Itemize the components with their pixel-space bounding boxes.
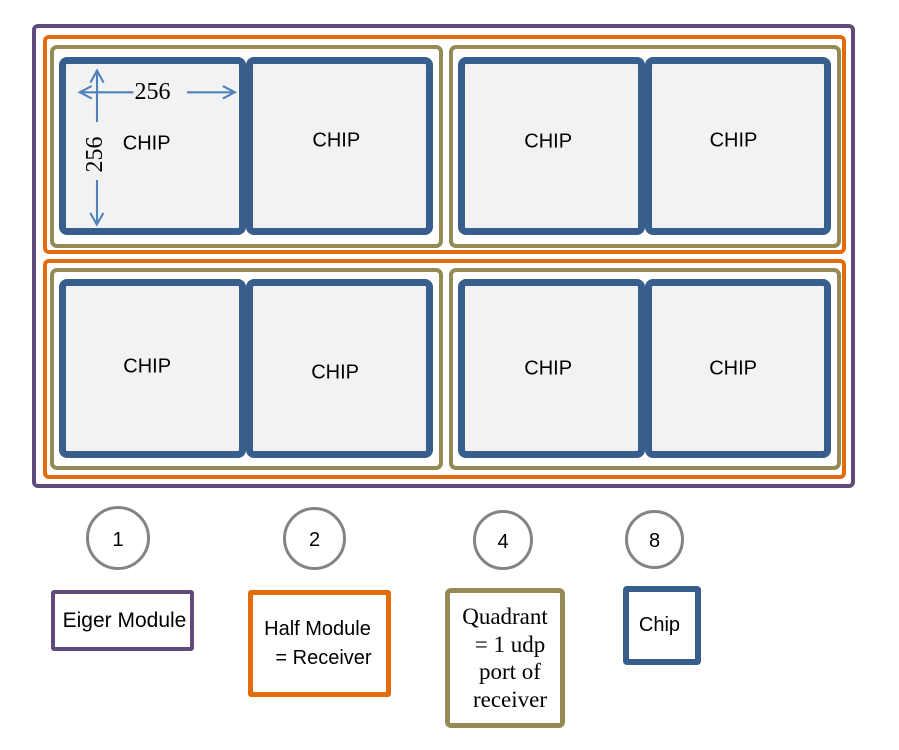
svg-text:256: 256 <box>82 137 108 173</box>
svg-text:256: 256 <box>135 79 171 105</box>
